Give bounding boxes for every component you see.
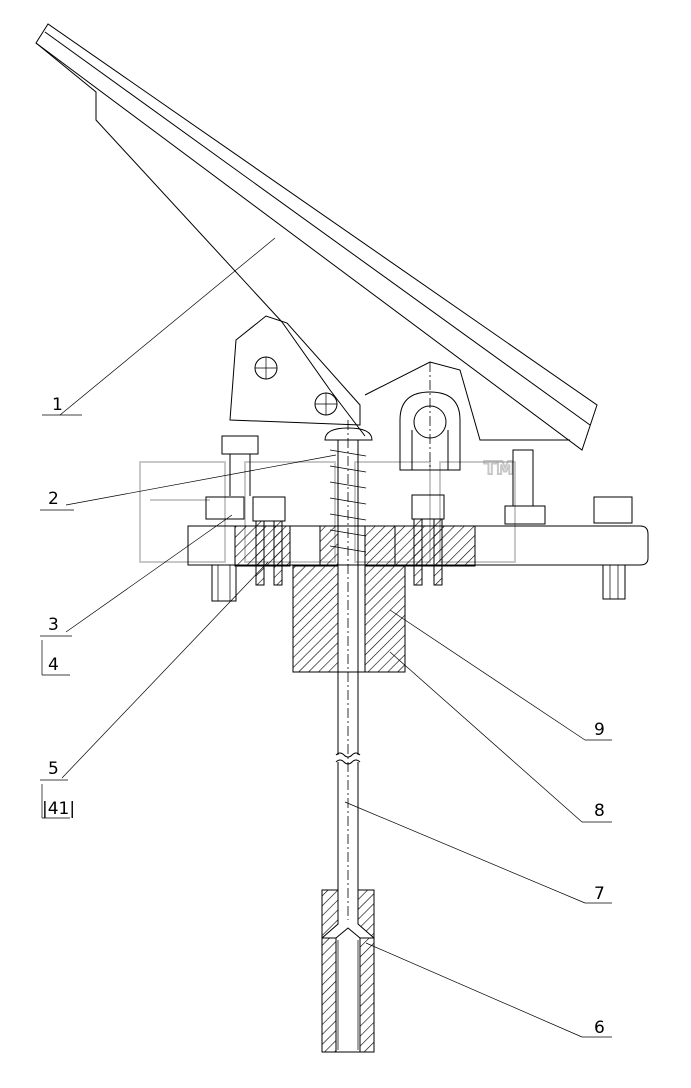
pedal-bracket: [229, 315, 570, 467]
callout-7: 7: [594, 884, 605, 904]
callout-1: 1: [52, 395, 63, 415]
left-bolt: [205, 435, 259, 602]
callout-5: 5: [48, 759, 59, 779]
callout-3: 3: [48, 615, 59, 635]
callout-41: |41|: [42, 799, 75, 819]
callout-9: 9: [594, 720, 605, 740]
right-bolts: [411, 449, 633, 600]
callouts: 1 2 3 4 5 |41| 6 7 8 9: [42, 395, 605, 1038]
push-rod: [324, 420, 373, 920]
clevis: [399, 391, 461, 471]
leader-lines: [40, 237, 612, 1038]
bushing-housing: [292, 525, 406, 673]
adapter-fitting: [321, 889, 375, 1053]
callout-4: 4: [48, 655, 59, 675]
pedal-plate: [35, 23, 598, 451]
watermark-tm: TM: [484, 458, 514, 479]
callout-6: 6: [594, 1018, 605, 1038]
socket-screw: [252, 496, 286, 586]
callout-8: 8: [594, 801, 605, 821]
callout-2: 2: [48, 489, 59, 509]
